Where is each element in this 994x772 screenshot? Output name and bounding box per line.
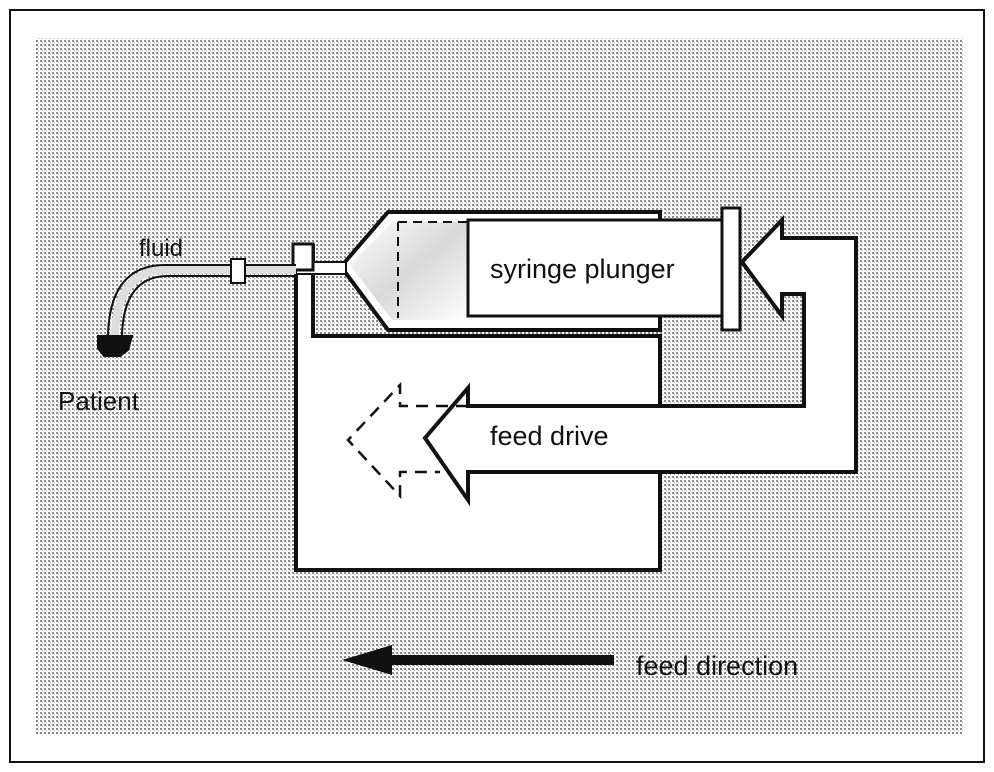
fluid-label: fluid	[139, 235, 183, 262]
syringe-fluid	[350, 222, 470, 320]
tube-connector	[230, 258, 246, 284]
fluid-tube-inner	[121, 275, 296, 336]
feed-drive-arrow	[422, 215, 858, 507]
feed-direction-arrow-head	[342, 645, 392, 675]
syringe-plunger-rod	[466, 218, 726, 318]
syringe-clamp	[291, 242, 315, 272]
fluid-tube-fill	[111, 266, 296, 336]
feed-drive-ghost-arrow	[346, 381, 468, 500]
fluid-tube	[107, 264, 296, 336]
feed-direction-label: feed direction	[636, 651, 798, 681]
syringe-plunger-label: syringe plunger	[490, 254, 675, 284]
feed-drive-label: feed drive	[490, 421, 609, 451]
patient-label: Patient	[58, 386, 140, 416]
plunger-thumb-plate	[720, 206, 742, 332]
patient-needle-hub	[97, 335, 134, 357]
